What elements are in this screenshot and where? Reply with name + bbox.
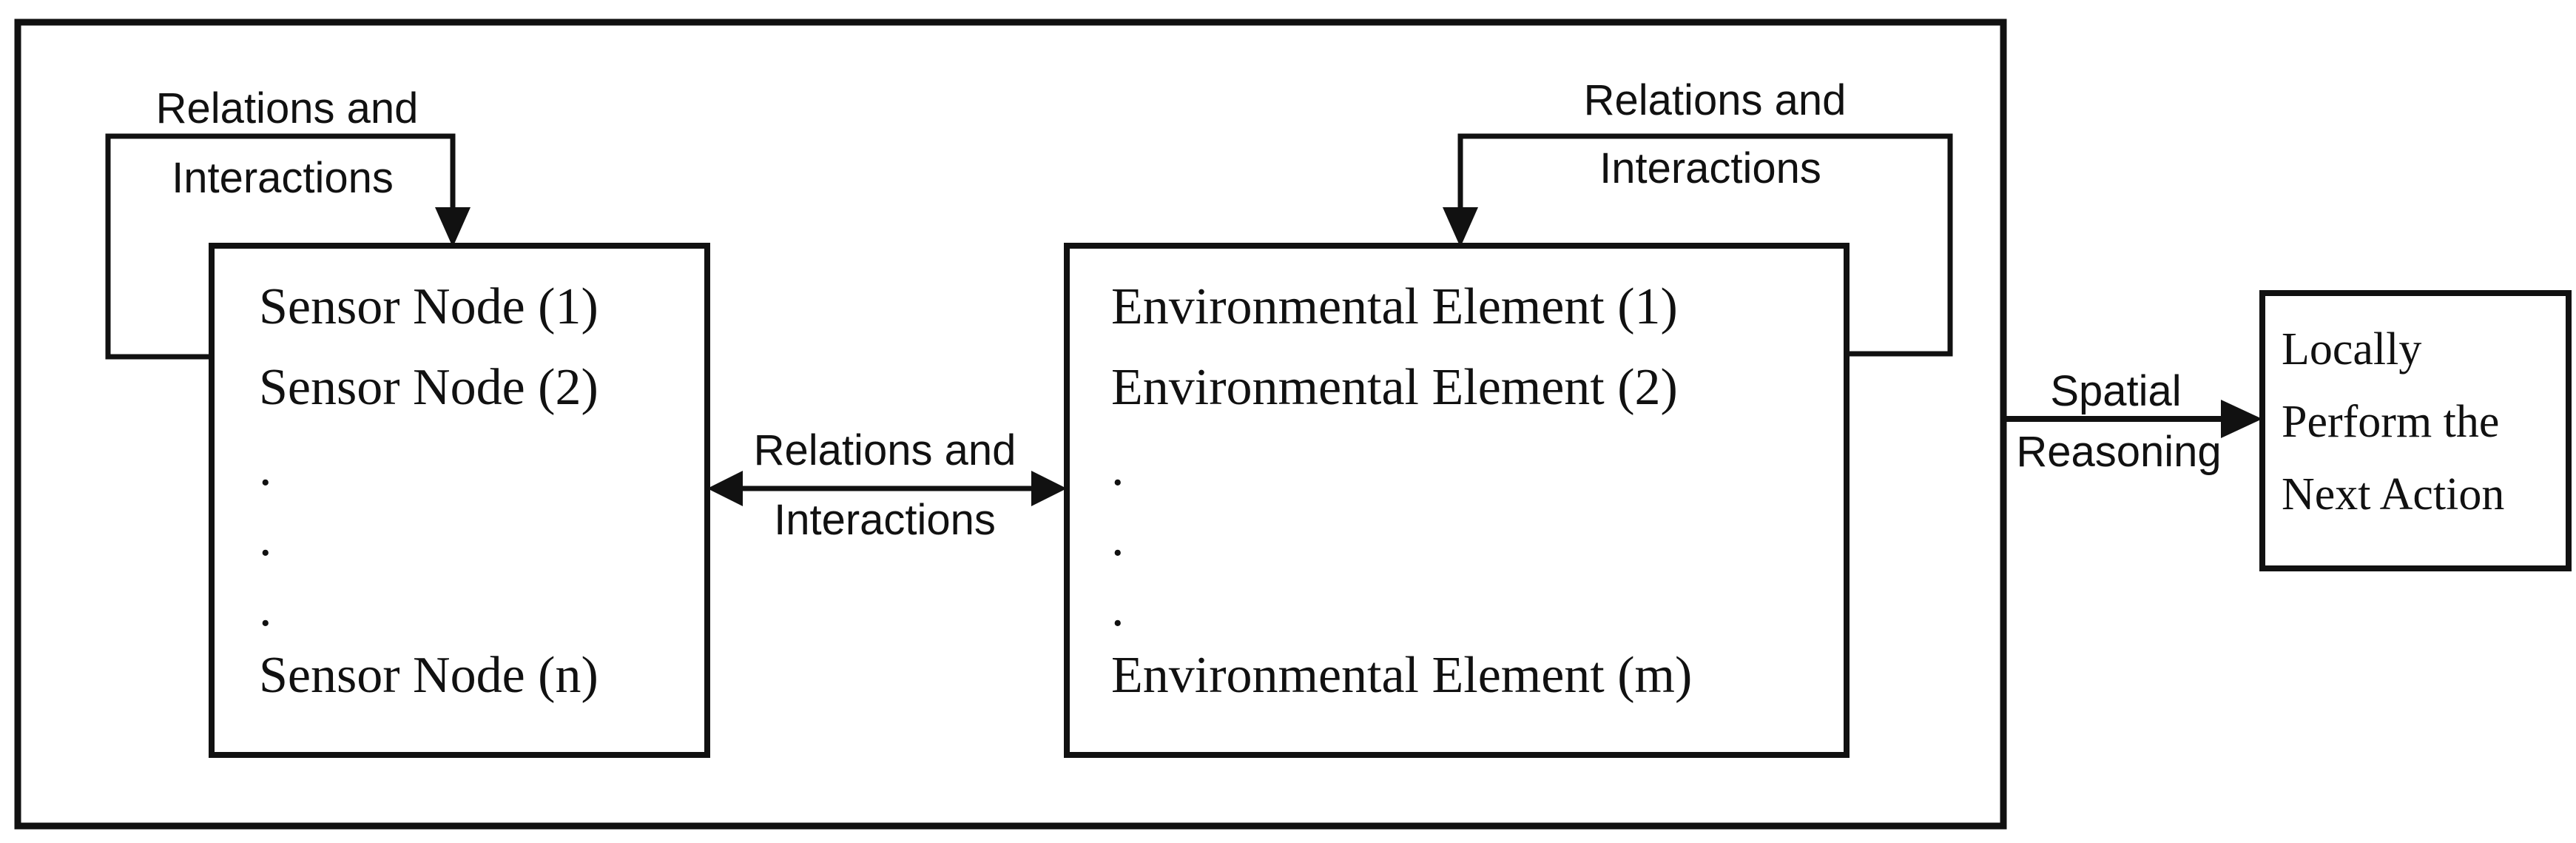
sensor-ellipsis-2: . [259, 510, 272, 567]
local-action-box: Locally Perform the Next Action [2259, 290, 2572, 571]
environmental-elements-box-frame [1064, 243, 1850, 758]
environment-self-loop-line [1457, 133, 1953, 357]
sensor-self-loop-line [105, 133, 456, 360]
environment-self-loop: Relations and Interactions [1443, 76, 1953, 357]
spatial-reasoning-label-1: Spatial [2050, 367, 2181, 415]
spatial-reasoning-label-2: Reasoning [2016, 428, 2221, 476]
sensor-nodes-box-frame [209, 243, 710, 758]
sensor-node-n: Sensor Node (n) [259, 647, 599, 704]
environmental-element-2: Environmental Element (2) [1111, 359, 1678, 416]
action-line-3: Next Action [2282, 469, 2504, 520]
spatial-reasoning-arrowhead [2221, 400, 2262, 438]
sensor-ellipsis-3: . [259, 580, 272, 637]
local-action-box-frame [2259, 290, 2572, 571]
environment-self-loop-label-2: Interactions [1599, 144, 1821, 192]
environmental-element-m: Environmental Element (m) [1111, 647, 1692, 704]
environmental-elements-box: Environmental Element (1) Environmental … [1064, 243, 1850, 758]
sensor-ellipsis-1: . [259, 440, 272, 497]
sensor-self-loop-label-2: Interactions [172, 154, 394, 202]
sensor-self-loop-arrowhead [435, 207, 471, 247]
action-line-1: Locally [2282, 324, 2421, 375]
sensor-node-1: Sensor Node (1) [259, 278, 599, 335]
sensor-environment-right-arrowhead [1031, 471, 1067, 506]
outer-system-boundary [14, 19, 2007, 830]
environment-ellipsis-3: . [1111, 580, 1125, 637]
sensor-environment-label-2: Interactions [774, 496, 996, 544]
environment-self-loop-arrowhead [1443, 207, 1478, 247]
sensor-environment-link: Relations and Interactions [707, 426, 1067, 544]
environment-ellipsis-1: . [1111, 440, 1125, 497]
environment-ellipsis-2: . [1111, 510, 1125, 567]
sensor-nodes-box: Sensor Node (1) Sensor Node (2) . . . Se… [209, 243, 710, 758]
sensor-environment-left-arrowhead [707, 471, 743, 506]
environment-self-loop-label-1: Relations and [1584, 76, 1847, 124]
action-line-2: Perform the [2282, 397, 2499, 447]
sensor-self-loop: Relations and Interactions [105, 84, 471, 360]
spatial-reasoning-link: Spatial Reasoning [2003, 367, 2262, 476]
environmental-element-1: Environmental Element (1) [1111, 278, 1678, 335]
sensor-self-loop-label-1: Relations and [156, 84, 419, 132]
sensor-node-2: Sensor Node (2) [259, 359, 599, 416]
sensor-environment-label-1: Relations and [754, 426, 1016, 474]
